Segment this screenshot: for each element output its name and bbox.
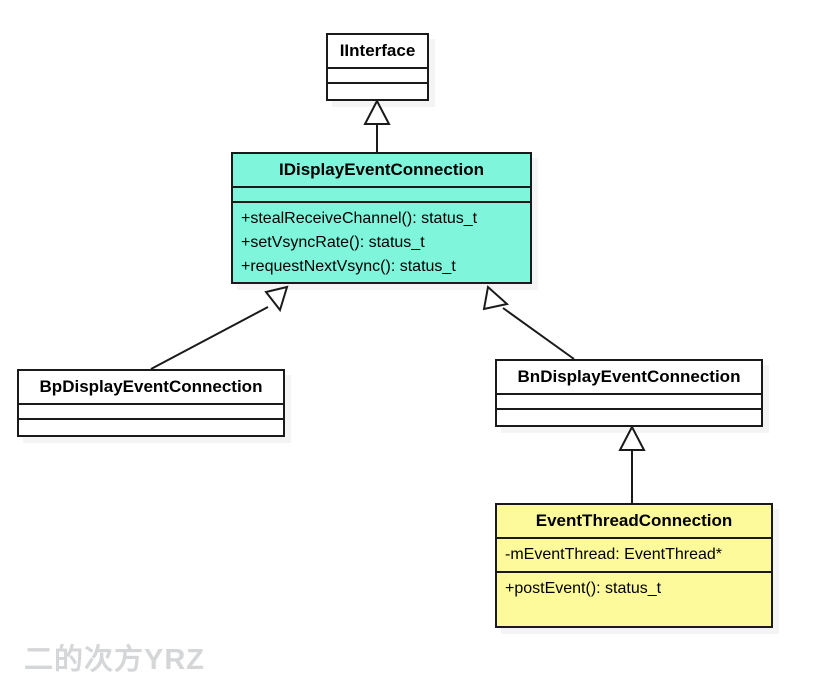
class-title-eventthreadconnection: EventThreadConnection	[497, 505, 771, 539]
class-title-bndisplayeventconnection: BnDisplayEventConnection	[497, 361, 761, 395]
hollow-triangle-arrowhead-icon	[618, 424, 646, 451]
class-box-bpdisplayeventconnection[interactable]: BpDisplayEventConnection	[17, 369, 285, 437]
watermark-text: 二的次方YRZ	[24, 644, 206, 676]
class-attributes-idisplayeventconnection	[233, 188, 530, 203]
operation-steal-receive-channel: +stealReceiveChannel(): status_t	[241, 210, 478, 227]
operation-request-next-vsync: +requestNextVsync(): status_t	[241, 258, 456, 275]
class-operations-bpdisplayeventconnection	[19, 420, 283, 435]
generalization-eventthreadconnection-to-bndisplayeventconnection	[618, 424, 646, 503]
hollow-triangle-arrowhead-icon	[363, 98, 391, 125]
class-attributes-eventthreadconnection: -mEventThread: EventThread*	[497, 539, 771, 573]
hollow-triangle-arrowhead-icon	[264, 285, 289, 313]
class-box-bndisplayeventconnection[interactable]: BnDisplayEventConnection	[495, 359, 763, 427]
class-attributes-bndisplayeventconnection	[497, 395, 761, 410]
class-title-bpdisplayeventconnection: BpDisplayEventConnection	[19, 371, 283, 405]
class-operations-iinterface	[328, 84, 427, 99]
generalization-bpdisplayeventconnection-to-idisplayeventconnection	[150, 285, 289, 370]
class-title-iinterface: IInterface	[328, 35, 427, 69]
class-box-iinterface[interactable]: IInterface	[326, 33, 429, 101]
class-box-eventthreadconnection[interactable]: EventThreadConnection -mEventThread: Eve…	[495, 503, 773, 628]
class-operations-eventthreadconnection: +postEvent(): status_t	[497, 573, 771, 605]
class-title-idisplayeventconnection: IDisplayEventConnection	[233, 154, 530, 188]
class-operations-bndisplayeventconnection	[497, 410, 761, 425]
class-attributes-iinterface	[328, 69, 427, 84]
class-box-idisplayeventconnection[interactable]: IDisplayEventConnection +stealReceiveCha…	[231, 152, 532, 284]
generalization-line	[502, 307, 575, 360]
operation-post-event: +postEvent(): status_t	[505, 580, 662, 597]
operation-set-vsync-rate: +setVsyncRate(): status_t	[241, 234, 425, 251]
hollow-triangle-arrowhead-icon	[482, 285, 510, 311]
class-attributes-bpdisplayeventconnection	[19, 405, 283, 420]
generalization-idisplayeventconnection-to-iinterface	[363, 98, 391, 152]
generalization-bndisplayeventconnection-to-idisplayeventconnection	[482, 285, 575, 360]
attribute-m-event-thread: -mEventThread: EventThread*	[505, 546, 722, 563]
generalization-line	[150, 306, 269, 370]
class-operations-idisplayeventconnection: +stealReceiveChannel(): status_t +setVsy…	[233, 203, 530, 283]
